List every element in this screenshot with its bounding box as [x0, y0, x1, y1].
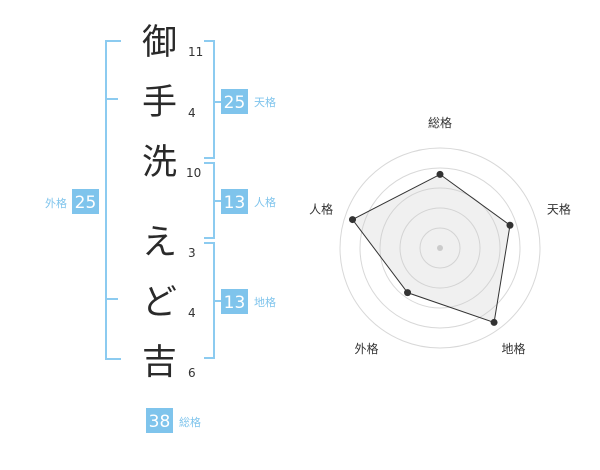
- radar-point-4: [404, 289, 412, 297]
- radar-axis-label-1: 総格: [428, 115, 452, 130]
- name-char-1: 御: [142, 23, 177, 63]
- gaikaku-badge: 外格 25: [45, 189, 99, 214]
- radar-grid-ring: [419, 227, 461, 269]
- stroke-count-1: 11: [188, 45, 203, 59]
- radar-point-1: [436, 170, 444, 178]
- radar-axis-label-5: 人格: [309, 201, 333, 216]
- radar-grid-ring: [339, 147, 541, 349]
- name-char-3: 洗: [142, 143, 177, 183]
- gaikaku-label: 外格: [45, 196, 67, 210]
- tenkaku-badge-bg: [221, 89, 248, 114]
- tenkaku-badge: 25 天格: [221, 89, 276, 114]
- radar-point-2: [506, 221, 514, 229]
- radar-center-dot: [437, 245, 443, 251]
- jinkaku-value: 13: [224, 193, 246, 213]
- name-char-6: 吉: [142, 343, 177, 383]
- radar-area: [351, 173, 511, 324]
- radar-grid-ring: [359, 167, 521, 329]
- tenkaku-label: 天格: [254, 95, 276, 109]
- radar-axis-label-2: 天格: [547, 201, 571, 216]
- tenkaku-value: 25: [224, 93, 246, 113]
- soukaku-badge-bg: [146, 408, 173, 433]
- soukaku-label: 総格: [179, 415, 201, 429]
- stroke-count-5: 4: [188, 306, 196, 320]
- stroke-count-6: 6: [188, 366, 196, 380]
- name-char-4: え: [142, 223, 177, 263]
- radar-grid-ring: [399, 207, 481, 289]
- chikaku-badge-bg: [221, 289, 248, 314]
- jinkaku-badge: 13 人格: [221, 189, 276, 214]
- stroke-count-2: 4: [188, 106, 196, 120]
- radar-points: [349, 170, 514, 326]
- radar-point-3: [490, 318, 498, 326]
- name-characters: 御 11 手 4 洗 10 え 3 ど 4 吉 6: [142, 23, 203, 383]
- stroke-count-4: 3: [188, 246, 196, 260]
- gaikaku-value: 25: [75, 193, 97, 213]
- jinkaku-label: 人格: [254, 195, 276, 209]
- tenkaku-bracket: [204, 40, 215, 159]
- jinkaku-bracket: [204, 162, 215, 239]
- chikaku-label: 地格: [254, 295, 276, 309]
- radar-grid-ring: [379, 187, 501, 309]
- gaikaku-bracket: [105, 40, 121, 360]
- gaikaku-badge-bg: [72, 189, 99, 214]
- jinkaku-badge-bg: [221, 189, 248, 214]
- radar-axis-label-4: 外格: [355, 341, 379, 356]
- chikaku-badge: 13 地格: [221, 289, 276, 314]
- radar-point-5: [349, 216, 357, 224]
- stroke-count-3: 10: [186, 166, 201, 180]
- soukaku-badge: 38 総格: [146, 408, 201, 433]
- name-char-5: ど: [142, 283, 177, 323]
- name-char-2: 手: [142, 83, 177, 123]
- chikaku-bracket: [204, 242, 215, 359]
- radar-axis-label-3: 地格: [501, 341, 525, 356]
- soukaku-value: 38: [149, 412, 171, 432]
- chikaku-value: 13: [224, 293, 246, 313]
- radar-grid: [339, 147, 541, 349]
